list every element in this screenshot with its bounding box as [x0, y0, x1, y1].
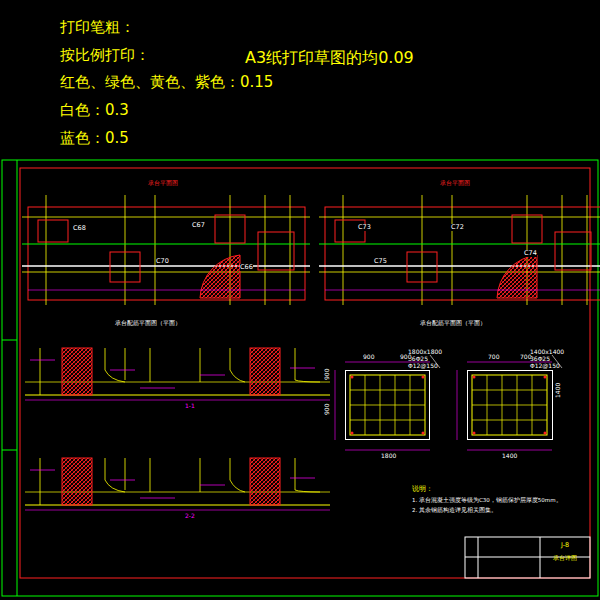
- print-note: A3纸打印草图的均0.09: [245, 50, 414, 66]
- dimension: 1400: [555, 383, 561, 398]
- print-note: 红色、绿色、黄色、紫色：0.15: [60, 75, 273, 90]
- drawing-title: 1-1: [185, 403, 195, 409]
- title-text: J-8: [541, 542, 589, 549]
- dimension: 1800: [381, 453, 396, 459]
- print-note: 按比例打印：: [60, 48, 150, 63]
- print-note: 白色：0.3: [60, 103, 129, 118]
- section-heading: 1400x1400 36Φ25 Φ12@150: [530, 349, 578, 370]
- drawing-title: 承台平面图: [440, 180, 470, 186]
- general-note: 说明：: [412, 486, 433, 493]
- pile-cap-tag: C68: [73, 225, 86, 232]
- dimension: 900: [363, 354, 374, 360]
- pile-cap-tag: C66: [240, 264, 253, 271]
- title-text: 承台详图: [541, 555, 589, 562]
- dimension: 700: [488, 354, 499, 360]
- pile-cap-tag: C67: [192, 222, 205, 229]
- dimension: 700: [520, 354, 531, 360]
- column-section: 1800x1800 36Φ25 Φ12@150: [345, 370, 430, 440]
- pile-cap-tag: C70: [156, 258, 169, 265]
- title-block: J-8 承台详图: [541, 538, 589, 577]
- drawing-title: 2-2: [185, 513, 195, 519]
- print-note: 打印笔粗：: [60, 20, 135, 35]
- drawing-title: 承台配筋平面图（平面）: [115, 320, 181, 326]
- dimension: 1400: [502, 453, 517, 459]
- dimension: 900: [324, 369, 330, 380]
- pile-cap-tag: C72: [451, 224, 464, 231]
- pile-cap-tag: C73: [358, 224, 371, 231]
- drawing-title: 承台平面图: [148, 180, 178, 186]
- drawing-title: 承台配筋平面图（平面）: [420, 320, 486, 326]
- general-note: 2. 其余钢筋构造详见相关图集。: [412, 508, 497, 514]
- pile-cap-tag: C75: [374, 258, 387, 265]
- section-heading: 1800x1800 36Φ25 Φ12@150: [408, 349, 456, 370]
- print-note: 蓝色：0.5: [60, 131, 129, 146]
- dimension: 900: [324, 404, 330, 415]
- pile-cap-tag: C74: [524, 250, 537, 257]
- column-section: 1400x1400 36Φ25 Φ12@150: [467, 370, 553, 440]
- dimension: 900: [400, 354, 411, 360]
- general-note: 1. 承台混凝土强度等级为C30，钢筋保护层厚度50mm。: [412, 498, 562, 504]
